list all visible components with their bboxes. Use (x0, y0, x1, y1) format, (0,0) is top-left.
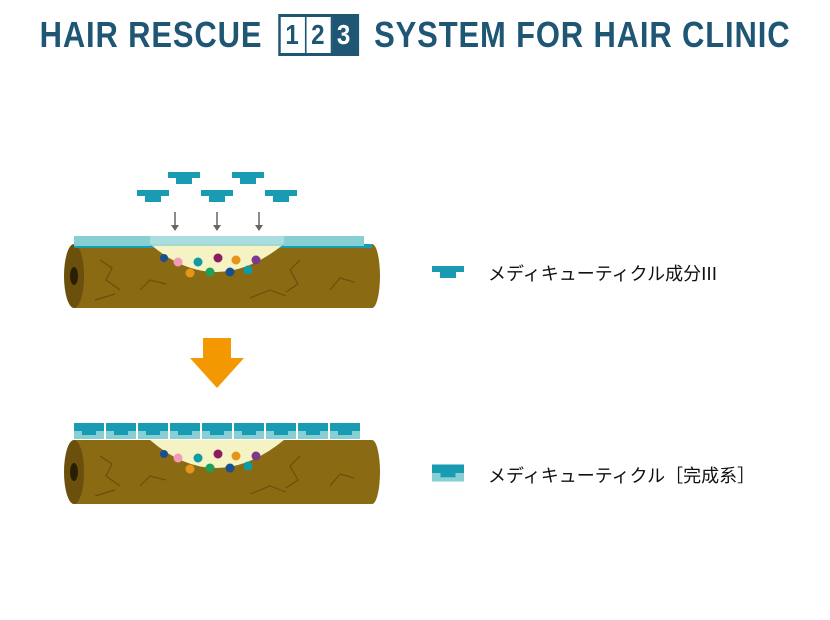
repaired-cuticle-layer (74, 423, 360, 439)
medicuticle-component-icon (432, 266, 464, 278)
transform-arrow (190, 338, 244, 388)
component-particle (201, 190, 233, 202)
component-particle (232, 172, 264, 184)
hair-before (64, 236, 380, 308)
legend-complete-label: メディキューティクル［完成系］ (488, 462, 755, 488)
medicuticle-complete-icon (432, 464, 464, 481)
component-particle (168, 172, 200, 184)
component-particle (265, 190, 297, 202)
infusion-arrows (171, 212, 263, 231)
legend-component: メディキューティクル成分III (488, 260, 717, 286)
component-particle (137, 190, 169, 202)
hair-after (64, 423, 380, 504)
falling-components (137, 172, 297, 202)
legend-component-label: メディキューティクル成分III (488, 260, 717, 286)
legend-complete: メディキューティクル［完成系］ (488, 462, 755, 488)
